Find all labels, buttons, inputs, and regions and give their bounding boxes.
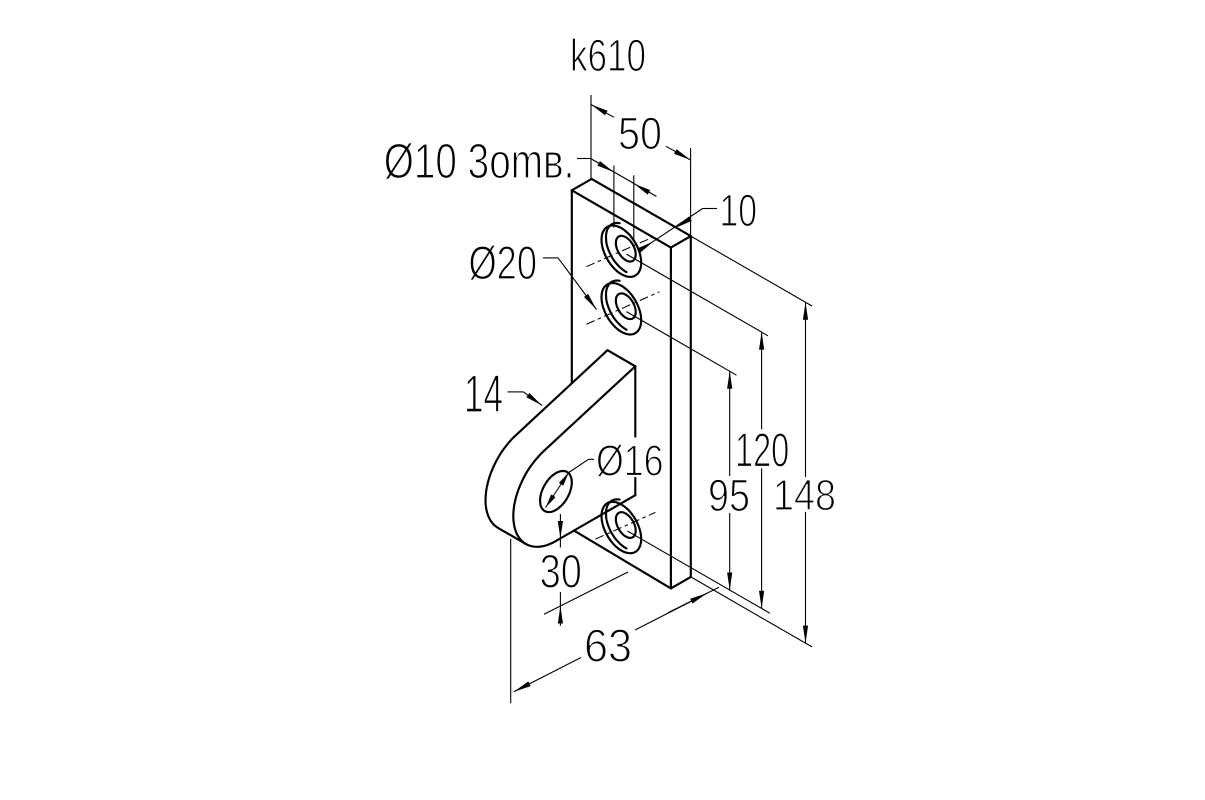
svg-text:14: 14: [464, 365, 503, 424]
svg-text:k610: k610: [570, 30, 646, 81]
svg-text:63: 63: [584, 620, 632, 672]
svg-text:95: 95: [708, 470, 750, 521]
svg-text:50: 50: [618, 108, 662, 159]
svg-text:Ø20: Ø20: [469, 237, 538, 290]
svg-text:10: 10: [720, 185, 758, 236]
svg-text:30: 30: [540, 546, 582, 599]
svg-text:Ø10 3оmв.: Ø10 3оmв.: [384, 134, 575, 189]
svg-text:148: 148: [773, 472, 836, 520]
svg-text:120: 120: [735, 423, 789, 477]
svg-text:Ø16: Ø16: [596, 436, 664, 485]
